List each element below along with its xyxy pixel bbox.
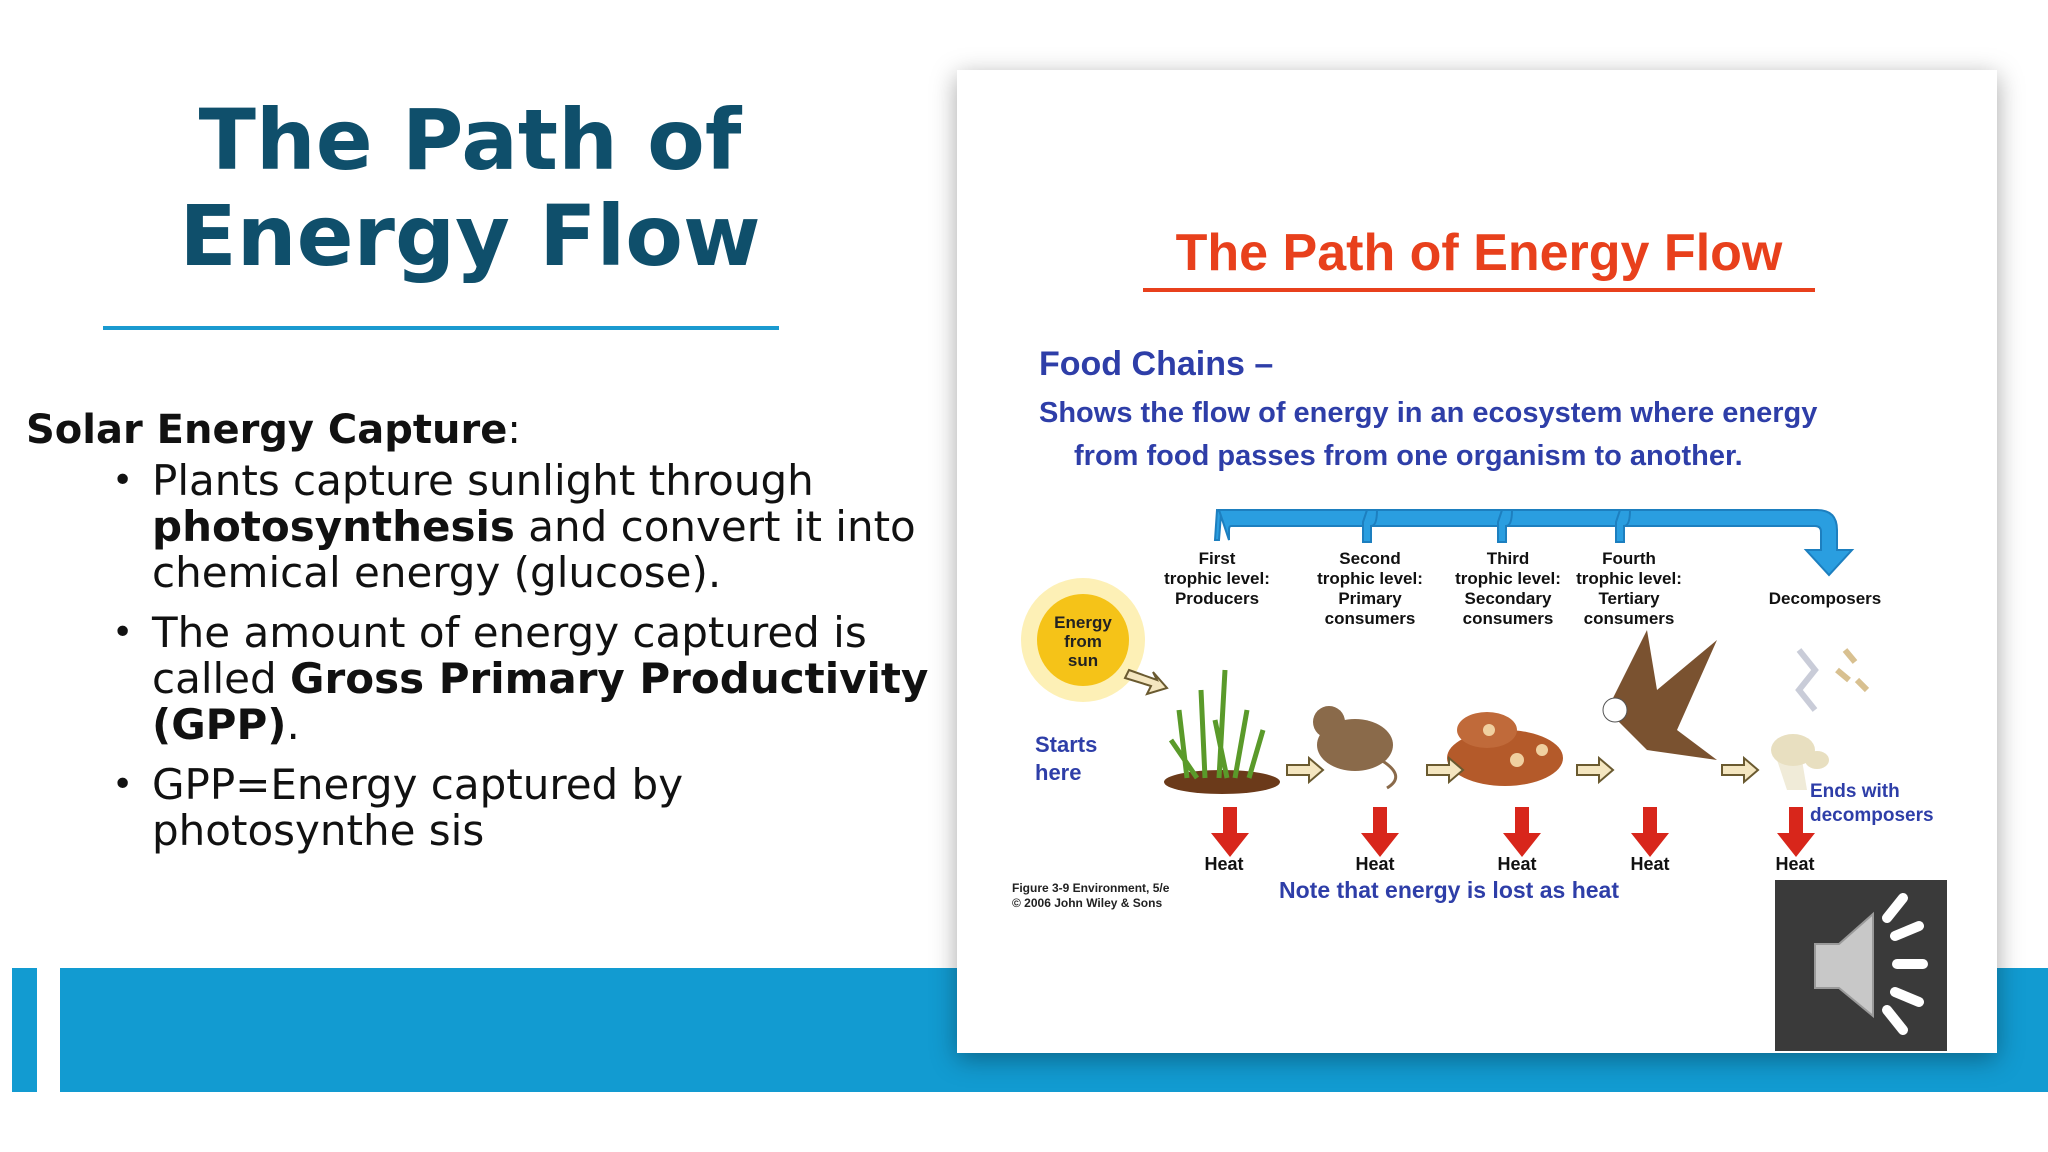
- slide-title: The Path of Energy Flow: [100, 92, 840, 284]
- grass-icon: [1164, 669, 1280, 794]
- heading-colon: :: [507, 407, 521, 453]
- heat-label: Heat: [1204, 854, 1243, 874]
- figure-desc-1: Shows the flow of energy in an ecosystem…: [1039, 397, 1817, 429]
- body-text: Solar Energy Capture: Plants capture sun…: [26, 402, 928, 868]
- heat-label: Heat: [1775, 854, 1814, 874]
- audio-play-button[interactable]: [1775, 880, 1947, 1051]
- bullet-item: The amount of energy captured is called …: [112, 610, 942, 748]
- heading-text: Solar Energy Capture: [26, 407, 508, 453]
- mushroom-icon: [1771, 648, 1870, 790]
- figure-desc-2: from food passes from one organism to an…: [1074, 440, 1743, 472]
- body-heading: Solar Energy Capture:: [26, 402, 926, 458]
- level-label: Decomposers: [1769, 589, 1881, 608]
- accent-bar: [12, 968, 37, 1092]
- figure-subtitle: Food Chains –: [1039, 345, 1273, 383]
- chain-arrows: [1123, 668, 1760, 785]
- heat-label: Heat: [1497, 854, 1536, 874]
- energy-flow-arrows: [1213, 508, 1855, 577]
- speaker-icon: [1814, 893, 1928, 1035]
- figure-credit: Figure 3-9 Environment, 5/e© 2006 John W…: [1012, 881, 1170, 910]
- title-line-1: The Path of: [198, 91, 742, 189]
- energy-flow-figure: The Path of Energy Flow Food Chains – Sh…: [957, 70, 1997, 1053]
- figure-title: The Path of Energy Flow: [1176, 224, 1783, 282]
- heat-arrows: [1211, 807, 1815, 857]
- title-line-2: Energy Flow: [179, 187, 761, 285]
- title-underline: [103, 326, 779, 330]
- heat-label: Heat: [1630, 854, 1669, 874]
- mouse-icon: [1313, 706, 1398, 790]
- heat-label: Heat: [1355, 854, 1394, 874]
- hawk-icon: [1602, 630, 1717, 760]
- bullet-list: Plants capture sunlight through photosyn…: [26, 458, 928, 854]
- snake-icon: [1447, 712, 1563, 786]
- bullet-item: GPP=Energy captured by photosynthe sis: [112, 762, 942, 854]
- bullet-item: Plants capture sunlight through photosyn…: [112, 458, 942, 596]
- heat-note: Note that energy is lost as heat: [1279, 877, 1619, 903]
